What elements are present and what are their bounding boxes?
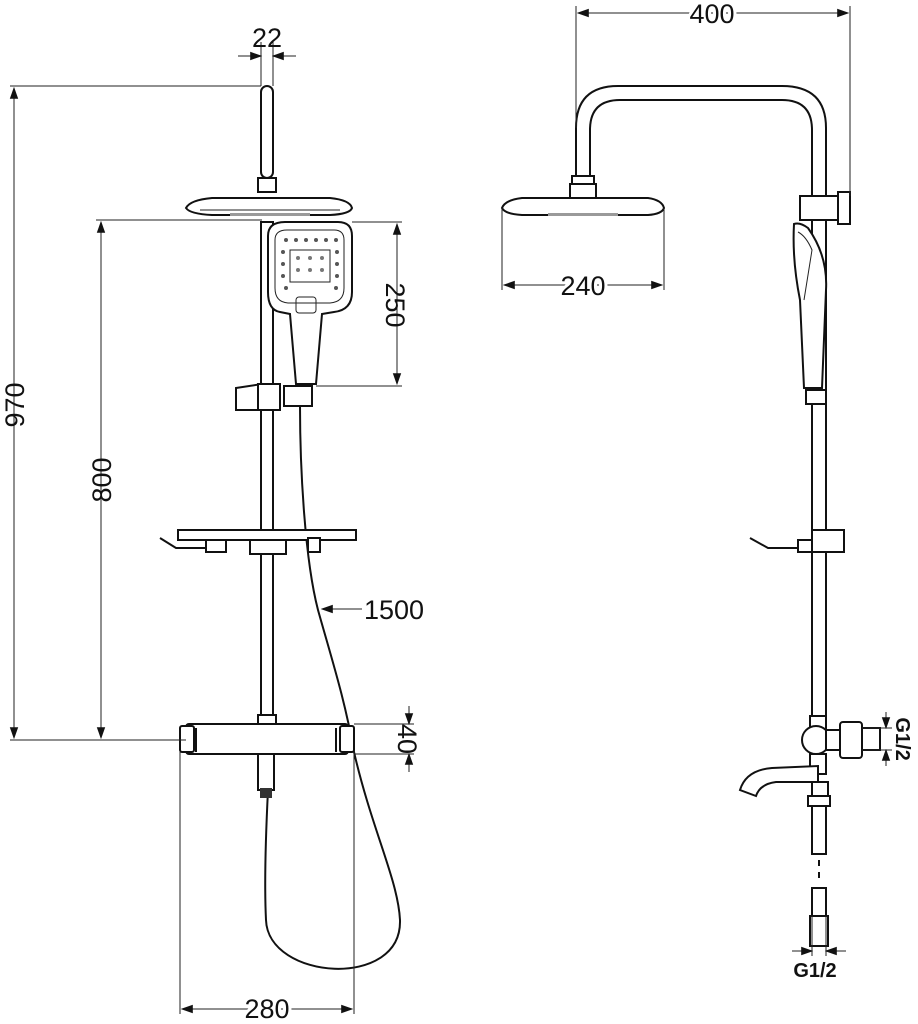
dim-mixer-width: 280: [244, 994, 289, 1024]
dim-head-diameter: 240: [560, 271, 605, 301]
side-view: [500, 85, 881, 947]
front-shelf: [159, 529, 357, 555]
front-head-connector: [257, 177, 277, 193]
front-mixer: [179, 714, 355, 798]
dim-pipe-diameter: 22: [252, 23, 282, 53]
dim-inlet-thread-side: G1/2: [891, 717, 913, 760]
front-hand-shower: [267, 221, 353, 385]
front-hose: [264, 405, 402, 970]
side-shower-arm: [575, 85, 827, 196]
side-mixer: [738, 715, 881, 947]
side-dimensions: 400 240 G1/2 G1/2: [501, 0, 913, 982]
front-view: [159, 85, 402, 970]
dim-arm-reach: 400: [689, 0, 734, 29]
dim-total-height: 970: [0, 382, 30, 427]
side-wall-bracket: [799, 195, 841, 221]
front-slider-clamp: [283, 385, 313, 407]
front-dimensions: 22 970 800 250 1500 40 280: [0, 23, 424, 1024]
side-rain-head: [500, 197, 666, 216]
front-spout-outlet: [257, 753, 275, 791]
side-hand-shower: [792, 222, 828, 389]
side-shelf: [749, 529, 845, 553]
front-top-pipe: [260, 85, 274, 179]
dim-hand-shower-length: 250: [380, 282, 410, 327]
side-bath-spout: [738, 764, 819, 798]
front-rain-head: [184, 197, 354, 216]
dim-inlet-thread-bottom: G1/2: [793, 960, 836, 982]
dim-hose-length: 1500: [364, 595, 424, 625]
dim-rail-height: 800: [87, 457, 117, 502]
dim-mixer-height: 40: [392, 724, 422, 754]
